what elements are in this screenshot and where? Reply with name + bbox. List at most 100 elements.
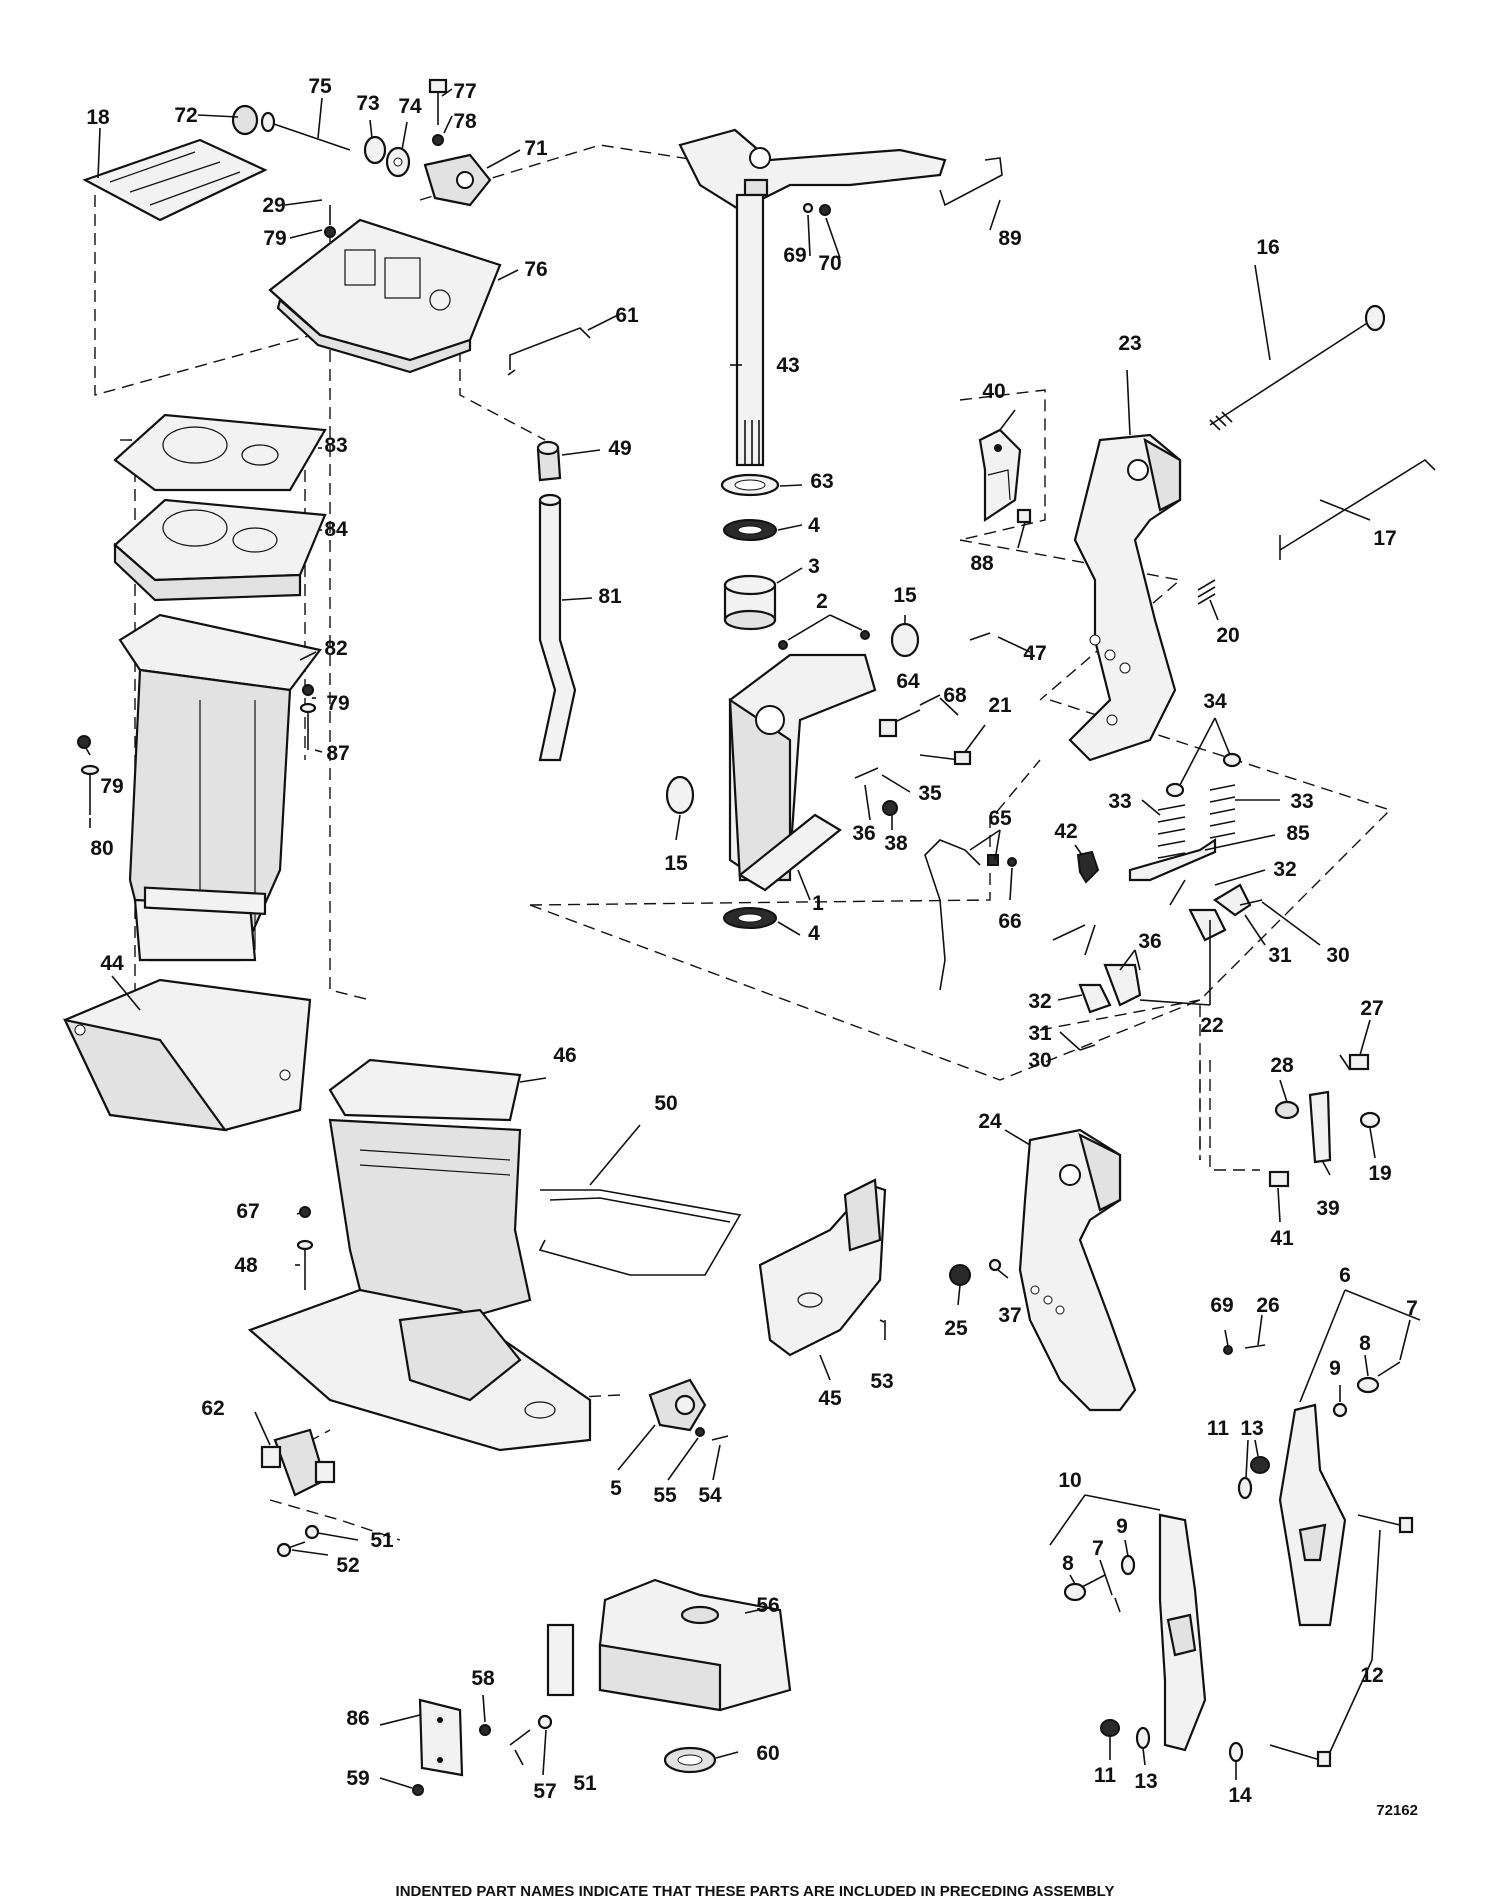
part-exhaust-housing-46 — [247, 1058, 592, 1452]
part-plate-86 — [412, 1698, 553, 1796]
part-adapter-76 — [268, 205, 502, 374]
callout-76: 76 — [524, 258, 547, 281]
callout-1: 1 — [812, 892, 824, 915]
callout-15: 15 — [893, 584, 917, 607]
callout-5: 5 — [610, 1477, 622, 1500]
part-clamp-bracket-23 — [1068, 433, 1182, 762]
callout-31: 31 — [1028, 1022, 1052, 1045]
callout-14: 14 — [1228, 1784, 1252, 1807]
callout-59: 59 — [346, 1767, 369, 1790]
part-springs-33 — [1076, 752, 1242, 884]
part-exhaust-housing-82 — [118, 613, 322, 962]
part-swivel-bracket-1 — [665, 622, 920, 929]
callout-7: 7 — [1092, 1537, 1104, 1560]
callout-42: 42 — [1054, 820, 1077, 843]
callout-27: 27 — [1360, 997, 1383, 1020]
part-gasket-83 — [113, 413, 327, 492]
callout-46: 46 — [553, 1044, 576, 1067]
callout-69: 69 — [783, 244, 806, 267]
part-bracket-10 — [1063, 1513, 1332, 1768]
part-bolts-46 — [296, 1206, 314, 1290]
callout-13: 13 — [1240, 1417, 1263, 1440]
callout-17: 17 — [1373, 527, 1396, 550]
callout-21: 21 — [988, 694, 1012, 717]
callout-30: 30 — [1326, 944, 1349, 967]
callout-88: 88 — [970, 552, 994, 575]
callout-79: 79 — [100, 775, 123, 798]
callout-32: 32 — [1028, 990, 1051, 1013]
callout-54: 54 — [698, 1484, 722, 1507]
part-mount-62 — [260, 1428, 336, 1558]
callout-43: 43 — [776, 354, 799, 377]
callout-22: 22 — [1200, 1014, 1223, 1037]
part-link-39 — [1268, 1053, 1381, 1188]
callout-45: 45 — [818, 1387, 842, 1410]
callout-4: 4 — [808, 922, 820, 945]
callout-16: 16 — [1256, 236, 1279, 259]
callout-3: 3 — [808, 555, 820, 578]
part-plate-40 — [978, 428, 1032, 524]
callout-9: 9 — [1329, 1357, 1341, 1380]
callout-40: 40 — [982, 380, 1005, 403]
callout-79: 79 — [326, 692, 349, 715]
callout-34: 34 — [1203, 690, 1227, 713]
callout-55: 55 — [653, 1484, 677, 1507]
callout-32: 32 — [1273, 858, 1296, 881]
callout-36: 36 — [852, 822, 875, 845]
callout-66: 66 — [998, 910, 1021, 933]
callout-53: 53 — [870, 1370, 893, 1393]
callout-41: 41 — [1270, 1227, 1294, 1250]
callout-64: 64 — [896, 670, 920, 693]
callout-11: 11 — [1207, 1417, 1230, 1440]
callout-11: 11 — [1094, 1764, 1117, 1787]
callout-12: 12 — [1360, 1664, 1383, 1687]
callout-48: 48 — [234, 1254, 258, 1277]
callout-35: 35 — [918, 782, 942, 805]
callout-15: 15 — [664, 852, 688, 875]
callout-82: 82 — [324, 637, 347, 660]
callout-65: 65 — [988, 807, 1012, 830]
part-rods — [1197, 304, 1436, 605]
callout-75: 75 — [308, 75, 332, 98]
callout-labels: 1 2 3 4 4 5 6 7 7 8 8 9 9 10 11 11 12 13… — [86, 75, 1418, 1807]
callout-67: 67 — [236, 1200, 259, 1223]
part-fitting-5 — [648, 1378, 729, 1441]
callout-8: 8 — [1359, 1332, 1371, 1355]
callout-74: 74 — [398, 95, 422, 118]
callout-50: 50 — [654, 1092, 677, 1115]
part-gasket-18 — [82, 138, 268, 222]
callout-86: 86 — [346, 1707, 369, 1730]
part-bolts-left — [77, 684, 317, 815]
callout-57: 57 — [533, 1780, 556, 1803]
callout-6: 6 — [1339, 1264, 1351, 1287]
part-plate-84 — [113, 498, 327, 602]
part-latch-parts — [1078, 879, 1263, 1051]
callout-33: 33 — [1108, 790, 1131, 813]
part-handle-61 — [507, 327, 591, 376]
callout-24: 24 — [978, 1110, 1002, 1133]
callout-44: 44 — [100, 952, 124, 975]
callout-80: 80 — [90, 837, 113, 860]
part-clamp-bracket-24 — [1018, 1128, 1137, 1412]
callout-61: 61 — [615, 304, 639, 327]
part-water-tube-81 — [536, 440, 577, 762]
callout-84: 84 — [324, 518, 348, 541]
callout-73: 73 — [356, 92, 379, 115]
callout-25: 25 — [944, 1317, 968, 1340]
callout-71: 71 — [524, 137, 548, 160]
callout-28: 28 — [1270, 1054, 1294, 1077]
part-steering-shaft-43 — [678, 128, 947, 467]
callout-33: 33 — [1290, 790, 1313, 813]
callout-56: 56 — [756, 1594, 779, 1617]
callout-7: 7 — [1406, 1297, 1418, 1320]
callout-60: 60 — [756, 1742, 779, 1765]
callout-62: 62 — [201, 1397, 224, 1420]
callout-49: 49 — [608, 437, 631, 460]
part-bolts-upper — [231, 78, 492, 207]
part-wire-65 — [924, 839, 1017, 991]
callout-78: 78 — [453, 110, 477, 133]
callout-13: 13 — [1134, 1770, 1157, 1793]
callout-4: 4 — [808, 514, 820, 537]
figure-code: 72162 — [1376, 1802, 1418, 1819]
